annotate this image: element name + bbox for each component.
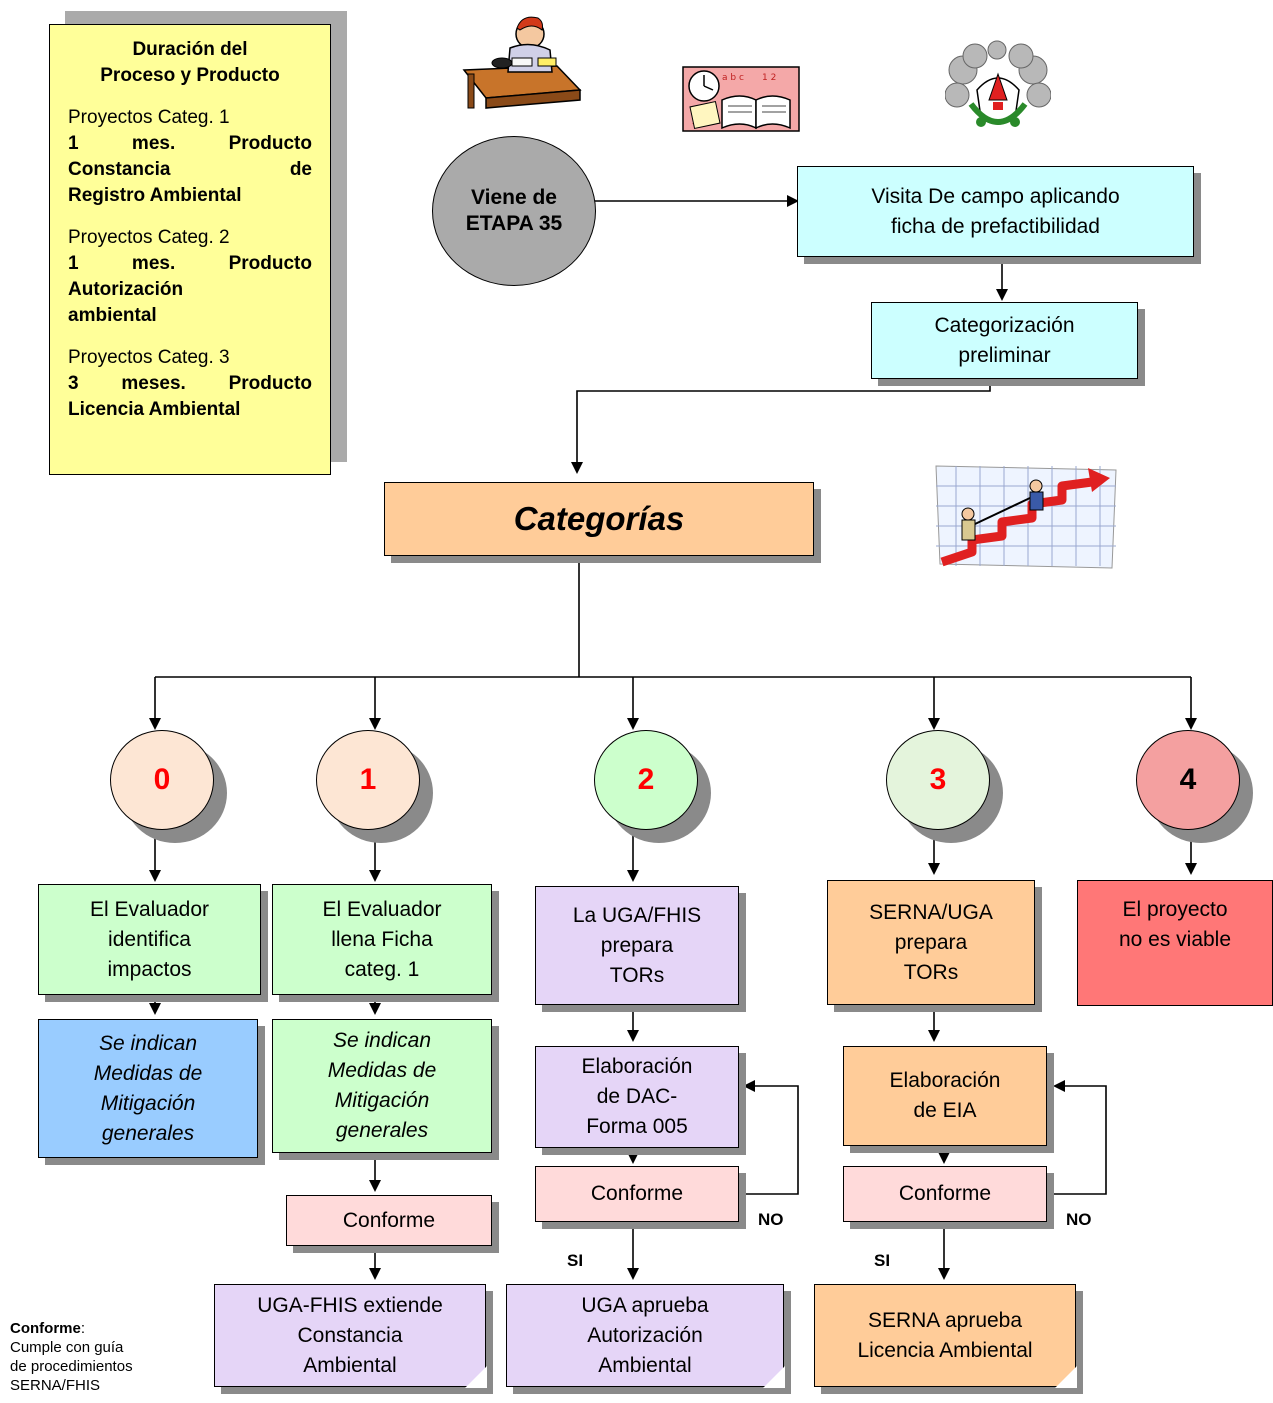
start-node-circle: Viene de ETAPA 35 <box>432 136 596 286</box>
duration-category: Proyectos Categ. 3 <box>68 347 230 368</box>
cat2-conforme-box: Conforme <box>535 1166 739 1222</box>
clock-and-book-icon: a b c1 2x y <box>682 66 800 132</box>
duration-category: Proyectos Categ. 2 <box>68 227 230 248</box>
duration-category: Proyectos Categ. 1 <box>68 107 230 128</box>
footnote-term: Conforme <box>10 1320 81 1337</box>
cat0-mitigation-box: Se indican Medidas de Mitigación general… <box>38 1019 258 1158</box>
cat4-not-viable-box: El proyecto no es viable <box>1077 880 1273 1006</box>
categories-title: Categorías <box>513 500 685 537</box>
start-node-line2: ETAPA 35 <box>465 212 563 235</box>
cat2-dac-box: Elaboración de DAC- Forma 005 <box>535 1046 739 1148</box>
svg-text:1 2: 1 2 <box>762 73 776 83</box>
person-at-desk-icon <box>462 16 582 109</box>
category-circle-1: 1 <box>316 730 420 830</box>
preliminary-categorization-box: Categorización preliminar <box>871 302 1138 379</box>
duration-item-1: Proyectos Categ. 1 1 mes. Producto Const… <box>68 105 312 209</box>
category-circle-0: 0 <box>110 730 214 830</box>
cat1-conforme-box: Conforme <box>286 1195 492 1246</box>
cat2-tors-box: La UGA/FHIS prepara TORs <box>535 886 739 1005</box>
categories-title-box: Categorías <box>384 482 814 556</box>
cat3-si-label: SI <box>874 1251 891 1270</box>
category-circle-4: 4 <box>1136 730 1240 830</box>
category-circle-3: 3 <box>886 730 990 830</box>
national-emblem-icon <box>945 40 1051 127</box>
svg-text:a b c: a b c <box>722 73 744 83</box>
duration-box: Duración del Proceso y Producto Proyecto… <box>49 24 331 475</box>
cat2-si-label: SI <box>567 1251 584 1270</box>
cat1-result-document: UGA-FHIS extiende Constancia Ambiental <box>214 1284 487 1388</box>
cat2-result-document: UGA aprueba Autorización Ambiental <box>506 1284 785 1388</box>
footnote: Conforme: Cumple con guía de procedimien… <box>10 1320 133 1394</box>
field-visit-box: Visita De campo aplicando ficha de prefa… <box>797 166 1194 257</box>
cat0-evaluator-box: El Evaluador identifica impactos <box>38 884 261 995</box>
duration-title: Duración del Proceso y Producto <box>100 39 280 86</box>
duration-product: 3 meses. Producto Licencia Ambiental <box>68 373 312 420</box>
cat3-result-document: SERNA aprueba Licencia Ambiental <box>814 1284 1077 1388</box>
business-growth-chart-icon <box>935 465 1117 569</box>
arrow-preliminary-to-categories <box>571 380 991 474</box>
start-node-line1: Viene de <box>471 186 557 209</box>
cat1-evaluator-box: El Evaluador llena Ficha categ. 1 <box>272 884 492 995</box>
duration-item-3: Proyectos Categ. 3 3 meses. Producto Lic… <box>68 345 312 423</box>
cat2-no-label: NO <box>758 1210 784 1229</box>
duration-product: 1 mes. Producto Constancia de Registro A… <box>68 133 312 206</box>
duration-item-2: Proyectos Categ. 2 1 mes. Producto Autor… <box>68 225 312 329</box>
cat3-tors-box: SERNA/UGA prepara TORs <box>827 880 1035 1005</box>
cat3-no-label: NO <box>1066 1210 1092 1229</box>
duration-product: 1 mes. Producto Autorización ambiental <box>68 253 312 326</box>
cat3-conforme-box: Conforme <box>843 1166 1047 1222</box>
cat1-mitigation-box: Se indican Medidas de Mitigación general… <box>272 1019 492 1153</box>
category-circle-2: 2 <box>594 730 698 830</box>
cat3-eia-box: Elaboración de EIA <box>843 1046 1047 1146</box>
